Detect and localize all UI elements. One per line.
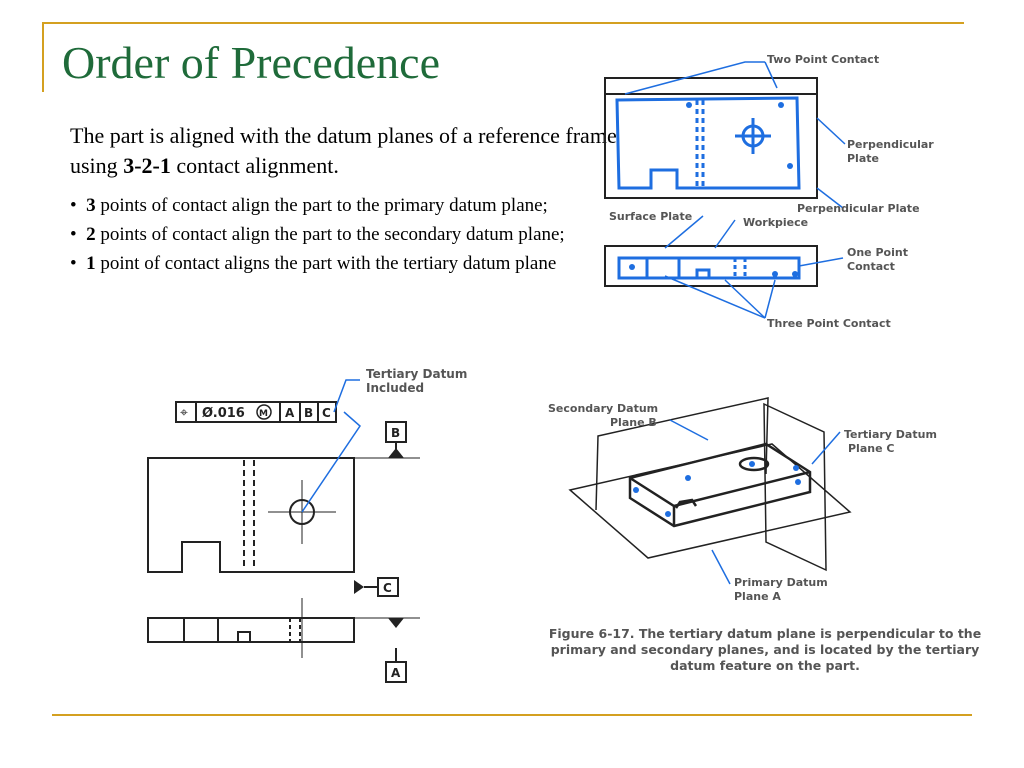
iso-leaders: [669, 419, 841, 585]
tertiary-leader: [301, 379, 361, 513]
fcf-datum-b: B: [304, 406, 313, 420]
bullet-marker: •: [70, 253, 77, 274]
intro-text-pre: The part is aligned with the datum plane…: [70, 123, 617, 178]
two-point-contact-label: Two Point Contact: [767, 53, 879, 66]
datum-b-label: B: [391, 426, 400, 440]
datum-c-label: C: [383, 581, 392, 595]
one-point-label-2: Contact: [847, 260, 895, 273]
bullet-marker: •: [70, 195, 77, 216]
fcf-tolerance: Ø.016: [202, 406, 245, 421]
caption-line-3: datum feature on the part.: [670, 658, 860, 673]
intro-text-post: contact alignment.: [170, 153, 339, 178]
bullet-number: 3: [86, 195, 96, 216]
tertiary-datum-label-2: Included: [366, 381, 424, 395]
secondary-datum-label-1: Secondary Datum: [548, 402, 658, 415]
part-side-view: [147, 617, 355, 643]
mmc-circle: [256, 404, 272, 420]
secondary-datum-label-2: Plane B: [610, 416, 657, 429]
bullet-item: • 2 points of contact align the part to …: [70, 220, 610, 249]
surface-plate-label: Surface Plate: [609, 210, 692, 223]
primary-datum-label-2: Plane A: [734, 590, 781, 603]
datum-c-triangle: [354, 580, 364, 594]
fcf-datum-c: C: [322, 406, 331, 420]
bullet-text: point of contact aligns the part with th…: [95, 253, 557, 274]
workpiece-top-view: [615, 96, 801, 190]
bullet-text: points of contact align the part to the …: [95, 195, 548, 216]
caption-line-2: primary and secondary planes, and is loc…: [550, 642, 980, 657]
top-accent-rule: [42, 22, 964, 24]
perpendicular-plate-label-1: Perpendicular: [847, 138, 934, 151]
bullet-item: • 1 point of contact aligns the part wit…: [70, 249, 610, 278]
left-accent-rule: [42, 22, 44, 92]
bullet-marker: •: [70, 224, 77, 245]
one-point-label-1: One Point: [847, 246, 908, 259]
tertiary-datum-plane-label-1: Tertiary Datum: [844, 428, 937, 441]
isometric-part: [628, 442, 812, 528]
primary-datum-plane: [568, 443, 852, 559]
caption-line-1: Figure 6-17. The tertiary datum plane is…: [548, 626, 982, 641]
perpendicular-plate-long-label: Perpendicular Plate: [797, 202, 920, 215]
iso-contact-points: [633, 461, 801, 517]
tertiary-datum-plane: [763, 402, 827, 572]
feature-control-frame: [175, 401, 337, 423]
datum-b-triangle: [388, 448, 404, 458]
secondary-datum-plane: [595, 397, 769, 511]
bullet-number: 2: [86, 224, 96, 245]
tertiary-datum-plane-label-2: Plane C: [848, 442, 894, 455]
engineering-drawing-figure: Tertiary Datum Included ⌖ Ø.016 M A B C …: [147, 367, 467, 683]
three-point-contact-label: Three Point Contact: [767, 317, 891, 330]
datum-a-label: A: [391, 666, 401, 680]
bullet-list: • 3 points of contact align the part to …: [70, 191, 610, 278]
perpendicular-plate: [604, 93, 818, 199]
bullet-text: points of contact align the part to the …: [95, 224, 565, 245]
workpiece-side-view: [617, 256, 801, 280]
tertiary-datum-label-1: Tertiary Datum: [366, 367, 467, 381]
primary-datum-label-1: Primary Datum: [734, 576, 828, 589]
intro-paragraph: The part is aligned with the datum plane…: [70, 121, 630, 181]
surface-plate-bottom: [604, 245, 818, 287]
slide-title: Order of Precedence: [62, 37, 440, 88]
workpiece-label: Workpiece: [743, 216, 808, 229]
perpendicular-plate-label-2: Plate: [847, 152, 879, 165]
leader-lines: [624, 61, 846, 319]
contact-points: [629, 102, 798, 277]
position-symbol: ⌖: [180, 405, 188, 421]
datum-planes-figure: Secondary Datum Plane B Tertiary Datum P…: [548, 397, 937, 603]
figure-caption: Figure 6-17. The tertiary datum plane is…: [540, 626, 990, 674]
intro-text-bold: 3-2-1: [123, 153, 171, 178]
fcf-datum-a: A: [285, 406, 295, 420]
bullet-number: 1: [86, 253, 96, 274]
bullet-item: • 3 points of contact align the part to …: [70, 191, 610, 220]
datum-a-triangle: [388, 618, 404, 628]
fcf-mmc: M: [259, 409, 268, 419]
contact-alignment-figure: Two Point Contact Perpendicular Plate Pe…: [604, 53, 934, 330]
part-top-view: [147, 457, 355, 573]
bottom-accent-rule: [52, 714, 972, 716]
